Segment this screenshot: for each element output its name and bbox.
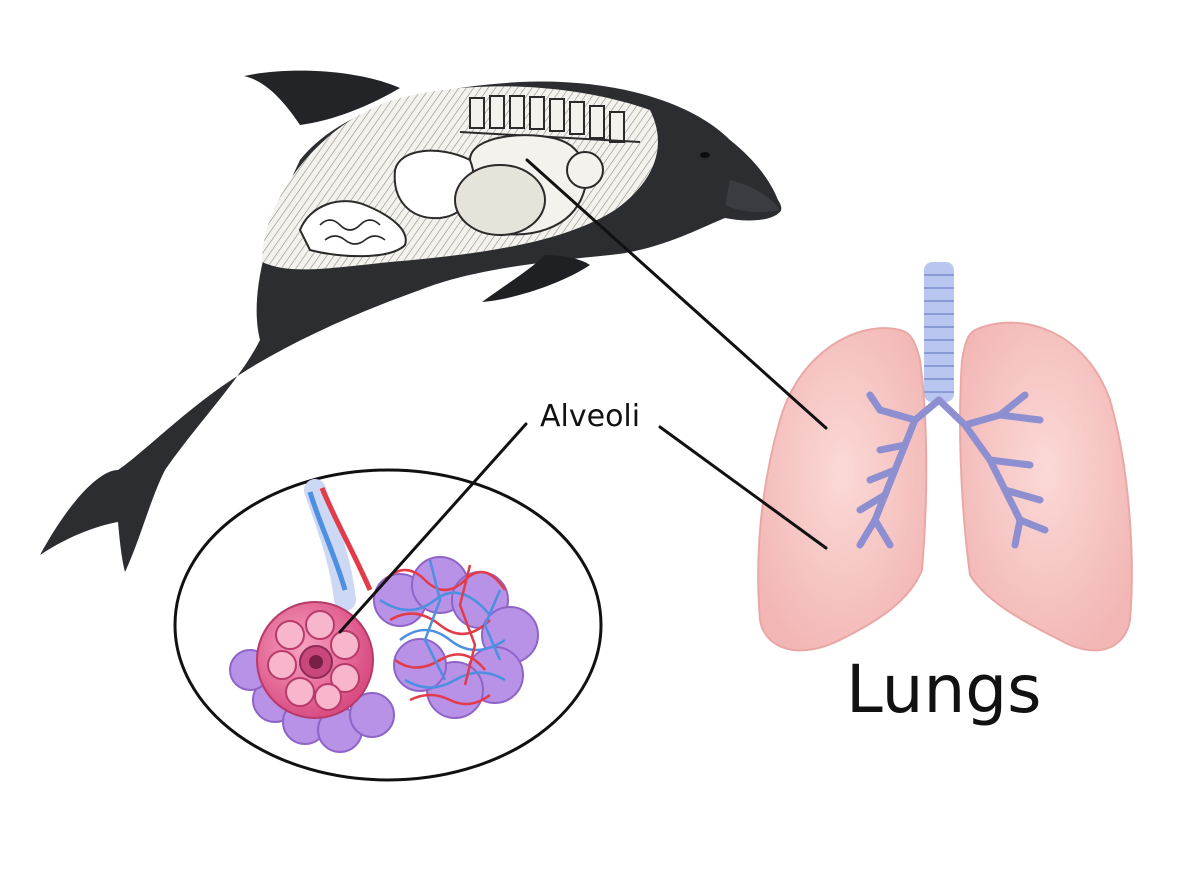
anatomy-head-organ: [566, 151, 604, 189]
dolphin-eye: [700, 152, 710, 158]
artery-vessel: [319, 487, 373, 591]
dolphin-beak: [725, 180, 780, 213]
alveoli-label: Alveoli: [540, 399, 640, 434]
pointer-line-alveoli-label-to-lungs: [658, 425, 828, 550]
trachea: [924, 262, 954, 402]
lungs-illustration: [757, 262, 1133, 652]
anatomy-spine: [459, 95, 641, 143]
alveolus-cutaway: [256, 601, 374, 719]
anatomy-liver: [454, 164, 546, 236]
lungs-label: Lungs: [846, 651, 1042, 728]
left-lung: [757, 327, 928, 652]
dolphin-anatomy-cutaway: [262, 86, 658, 270]
right-lung: [959, 321, 1133, 652]
pointer-line-alveoli-label-to-alveolus: [338, 422, 528, 634]
bronchi: [856, 391, 1049, 549]
alveoli-detail: [173, 468, 603, 782]
dolphin-illustration: [40, 70, 782, 572]
anatomy-intestine-coils: [319, 219, 386, 245]
vein-vessel: [307, 491, 348, 591]
capillary-network: [379, 559, 507, 706]
pointer-lines: [338, 158, 828, 634]
dolphin-pectoral-fin: [482, 255, 590, 302]
alveoli-magnifier-ring: [173, 468, 603, 782]
pointer-line-dolphin-to-lungs: [525, 158, 828, 430]
dolphin-dorsal-fin: [244, 70, 400, 125]
